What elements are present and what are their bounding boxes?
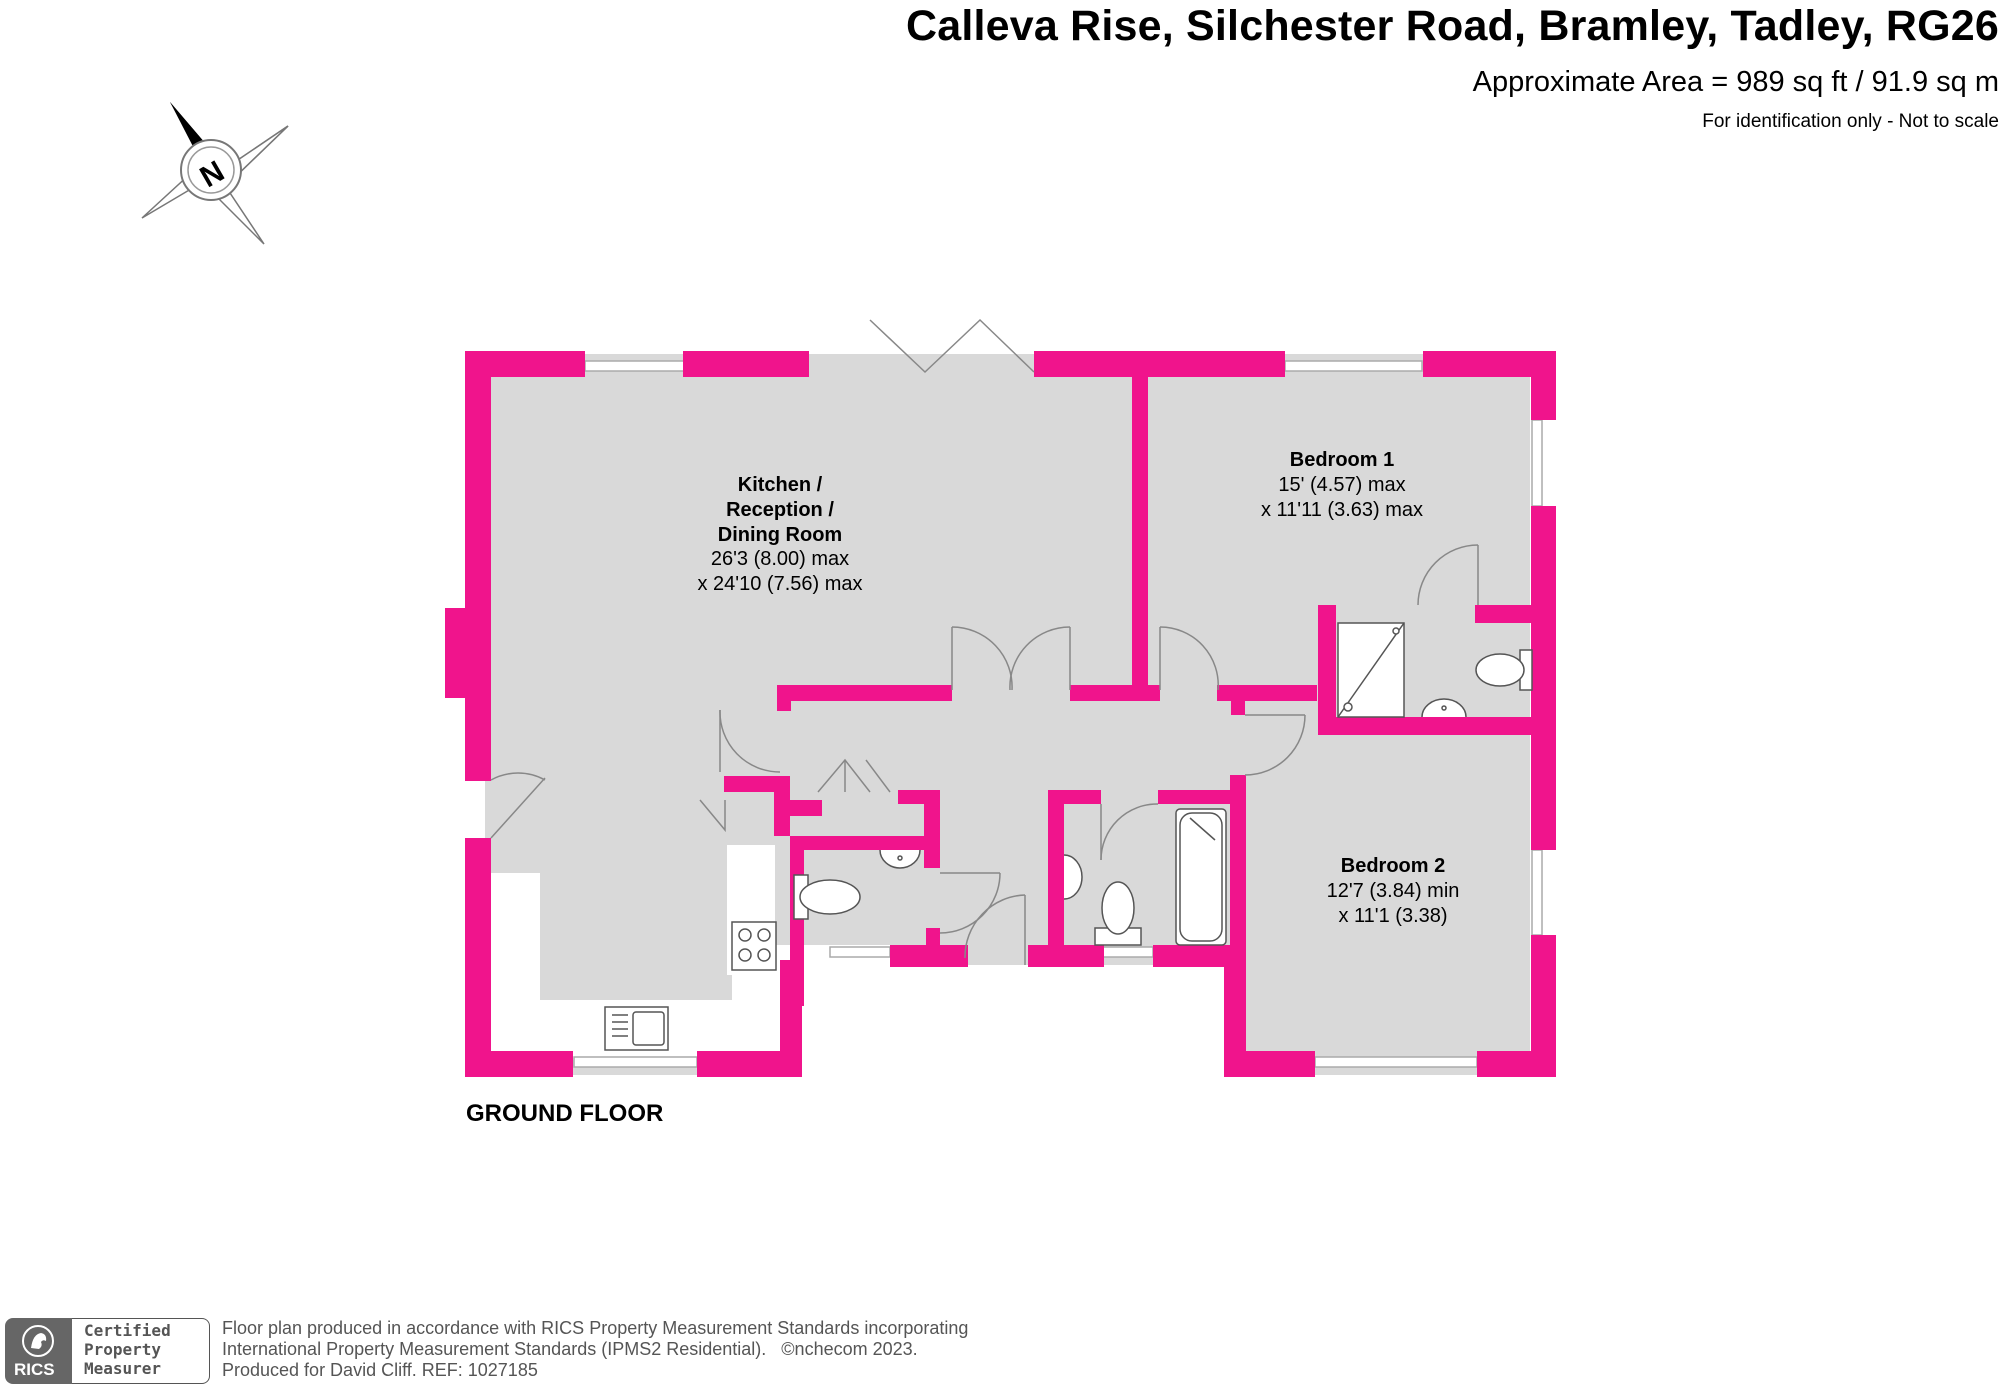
rics-certified-badge: RICS Certified Property Measurer [5,1318,210,1384]
footer-line-2: International Property Measurement Stand… [222,1339,918,1359]
identification-disclaimer: For identification only - Not to scale [1702,111,1999,132]
property-address-title: Calleva Rise, Silchester Road, Bramley, … [905,2,1999,50]
footer-line-3: Produced for David Cliff. REF: 1027185 [222,1360,538,1380]
svg-text:Reception /: Reception / [726,499,834,521]
svg-text:x 11'11 (3.63) max: x 11'11 (3.63) max [1261,499,1423,521]
walls [445,351,1556,1077]
svg-text:15' (4.57) max: 15' (4.57) max [1278,474,1405,496]
hob-icon [731,921,777,971]
lion-icon [22,1325,54,1357]
svg-text:Kitchen /: Kitchen / [738,474,823,496]
rics-logo-text: RICS [14,1360,55,1379]
approximate-area: Approximate Area = 989 sq ft / 91.9 sq m [1472,66,1999,98]
svg-text:Dining Room: Dining Room [718,524,842,546]
svg-text:12'7 (3.84) min: 12'7 (3.84) min [1327,880,1460,902]
footer-line-1: Floor plan produced in accordance with R… [222,1318,969,1338]
doors [490,318,1479,965]
rics-logo: RICS [5,1318,72,1384]
svg-text:Bedroom 1: Bedroom 1 [1290,449,1394,471]
svg-text:26'3 (8.00) max: 26'3 (8.00) max [711,548,849,570]
svg-text:x 11'1 (3.38): x 11'1 (3.38) [1338,905,1447,927]
svg-text:Bedroom 2: Bedroom 2 [1341,855,1445,877]
footer-notes: Floor plan produced in accordance with R… [222,1318,968,1381]
svg-text:x 24'10 (7.56) max: x 24'10 (7.56) max [697,573,862,595]
room-label-bedroom-2: Bedroom 2 12'7 (3.84) min x 11'1 (3.38) [1327,855,1460,927]
room-label-bedroom-1: Bedroom 1 15' (4.57) max x 11'11 (3.63) … [1261,449,1423,521]
room-label-kitchen: Kitchen / Reception / Dining Room 26'3 (… [697,474,862,595]
compass-icon: N [141,102,289,245]
basin-icon [1063,854,1083,900]
fixtures [604,622,1533,1051]
certified-property-measurer: Certified Property Measurer [72,1318,210,1384]
floor-level-label: GROUND FLOOR [466,1100,664,1127]
